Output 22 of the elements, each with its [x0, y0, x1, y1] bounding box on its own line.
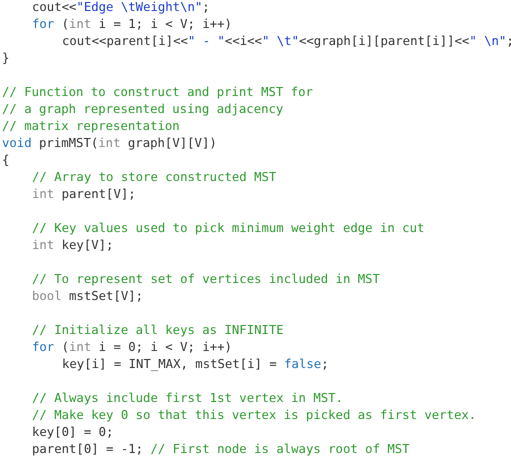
code-line: // Make key 0 so that this vertex is picked as first vertex.: [32, 407, 476, 424]
code-line: key[i] = INT_MAX, mstSet[i] = false;: [62, 356, 329, 373]
code-line: // Array to store constructed MST: [32, 169, 276, 186]
code-line: // a graph represented using adjacency: [2, 101, 284, 118]
code-line: key[0] = 0;: [32, 424, 114, 441]
code-line: parent[0] = -1; // First node is always root of MST: [32, 441, 410, 458]
code-line: // Always include first 1st vertex in MST.: [32, 390, 343, 407]
code-line: for (int i = 0; i < V; i++): [32, 339, 232, 356]
code-line: cout<<"Edge \tWeight\n";: [32, 0, 210, 16]
code-line: cout<<parent[i]<<" - "<<i<<" \t"<<graph[i][parent[i]]<<" \n";: [62, 33, 511, 50]
code-line: for (int i = 1; i < V; i++): [32, 16, 232, 33]
code-line: // To represent set of vertices included in MST: [32, 271, 380, 288]
code-line: int parent[V];: [32, 186, 136, 203]
code-line: // matrix representation: [2, 118, 180, 135]
code-line: // Initialize all keys as INFINITE: [32, 322, 284, 339]
code-line: int key[V];: [32, 237, 114, 254]
code-line: }: [2, 50, 10, 67]
code-line: // Key values used to pick minimum weight edge in cut: [32, 220, 424, 237]
code-line: bool mstSet[V];: [32, 288, 144, 305]
code-line: void primMST(int graph[V][V]): [2, 135, 217, 152]
code-line: {: [2, 152, 10, 169]
code-line: // Function to construct and print MST for: [2, 84, 313, 101]
